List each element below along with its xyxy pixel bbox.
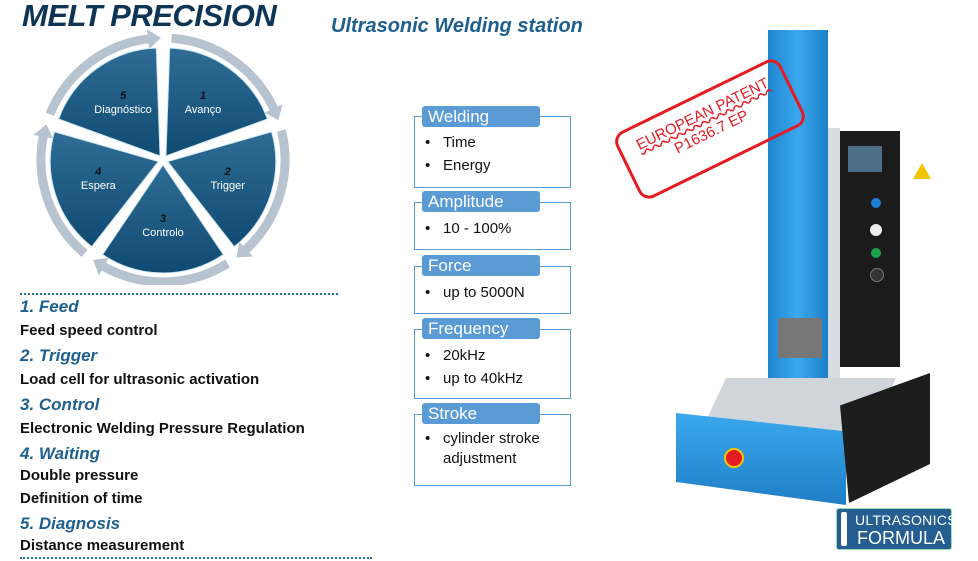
spec-box-stroke: cylinder stroke adjustment <box>414 414 571 486</box>
page-title: MELT PRECISION <box>22 0 277 33</box>
step-description: Load cell for ultrasonic activation <box>20 371 260 388</box>
spec-title: Force <box>422 255 540 276</box>
cycle-arrow <box>171 33 279 113</box>
spec-item: 10 - 100% <box>425 217 570 240</box>
divider <box>20 557 372 559</box>
welding-machine-image <box>640 28 940 518</box>
step-description: Definition of time <box>20 490 143 507</box>
spec-item: up to 5000N <box>425 281 570 304</box>
arrow-head-icon <box>146 28 161 49</box>
cycle-step-number: 5 <box>120 90 127 102</box>
divider <box>20 293 338 295</box>
spec-item: 20kHz <box>425 344 570 367</box>
arrow-head-icon <box>264 104 283 121</box>
step-heading: 1. Feed <box>20 297 79 316</box>
cycle-step-label: Espera <box>81 180 117 192</box>
spec-title: Welding <box>422 106 540 127</box>
spec-item: cylinder stroke adjustment <box>425 429 563 469</box>
cycle-step-number: 2 <box>224 166 231 178</box>
cycle-step-label: Trigger <box>210 180 245 192</box>
spec-title: Frequency <box>422 318 540 339</box>
arrow-head-icon <box>93 257 109 276</box>
cycle-segment-1 <box>165 47 269 157</box>
cycle-arrow <box>99 259 231 285</box>
spec-item: up to 40kHz <box>425 367 570 390</box>
cycle-arrow <box>45 34 151 117</box>
spec-title: Stroke <box>422 403 540 424</box>
arrow-head-icon <box>236 241 254 258</box>
cycle-segment-4 <box>49 131 160 248</box>
spec-box-frequency: 20kHzup to 40kHz <box>414 329 571 399</box>
cycle-segment-2 <box>166 131 277 248</box>
step-description: Electronic Welding Pressure Regulation <box>20 420 305 437</box>
step-description: Double pressure <box>20 467 139 484</box>
logo-line-1: ULTRASONICS <box>855 512 957 528</box>
cycle-segment-3 <box>101 164 225 274</box>
cycle-step-number: 1 <box>200 90 206 102</box>
page-subtitle: Ultrasonic Welding station <box>331 15 583 37</box>
logo-line-2: FORMULA <box>857 528 946 548</box>
step-heading: 4. Waiting <box>20 444 100 463</box>
step-heading: 2. Trigger <box>20 346 98 365</box>
cycle-segment-5 <box>57 47 161 157</box>
step-description: Distance measurement <box>20 537 185 554</box>
step-heading: 5. Diagnosis <box>20 514 121 533</box>
cycle-step-label: Avanço <box>185 104 222 116</box>
spec-item: Time <box>425 131 570 154</box>
step-description: Feed speed control <box>20 322 158 339</box>
spec-box-welding: TimeEnergy <box>414 116 571 188</box>
ultrasonics-formula-logo: ULTRASONICS FORMULA <box>836 508 957 550</box>
arrow-head-icon <box>33 124 54 139</box>
cycle-step-number: 3 <box>160 213 166 225</box>
cycle-arrow <box>36 133 88 257</box>
spec-title: Amplitude <box>422 191 540 212</box>
cycle-step-label: Controlo <box>142 227 184 239</box>
cycle-step-number: 4 <box>94 166 101 178</box>
step-heading: 3. Control <box>20 395 100 414</box>
spec-item: Energy <box>425 154 570 177</box>
cycle-arrow <box>241 129 290 255</box>
cycle-step-label: Diagnóstico <box>94 104 151 116</box>
